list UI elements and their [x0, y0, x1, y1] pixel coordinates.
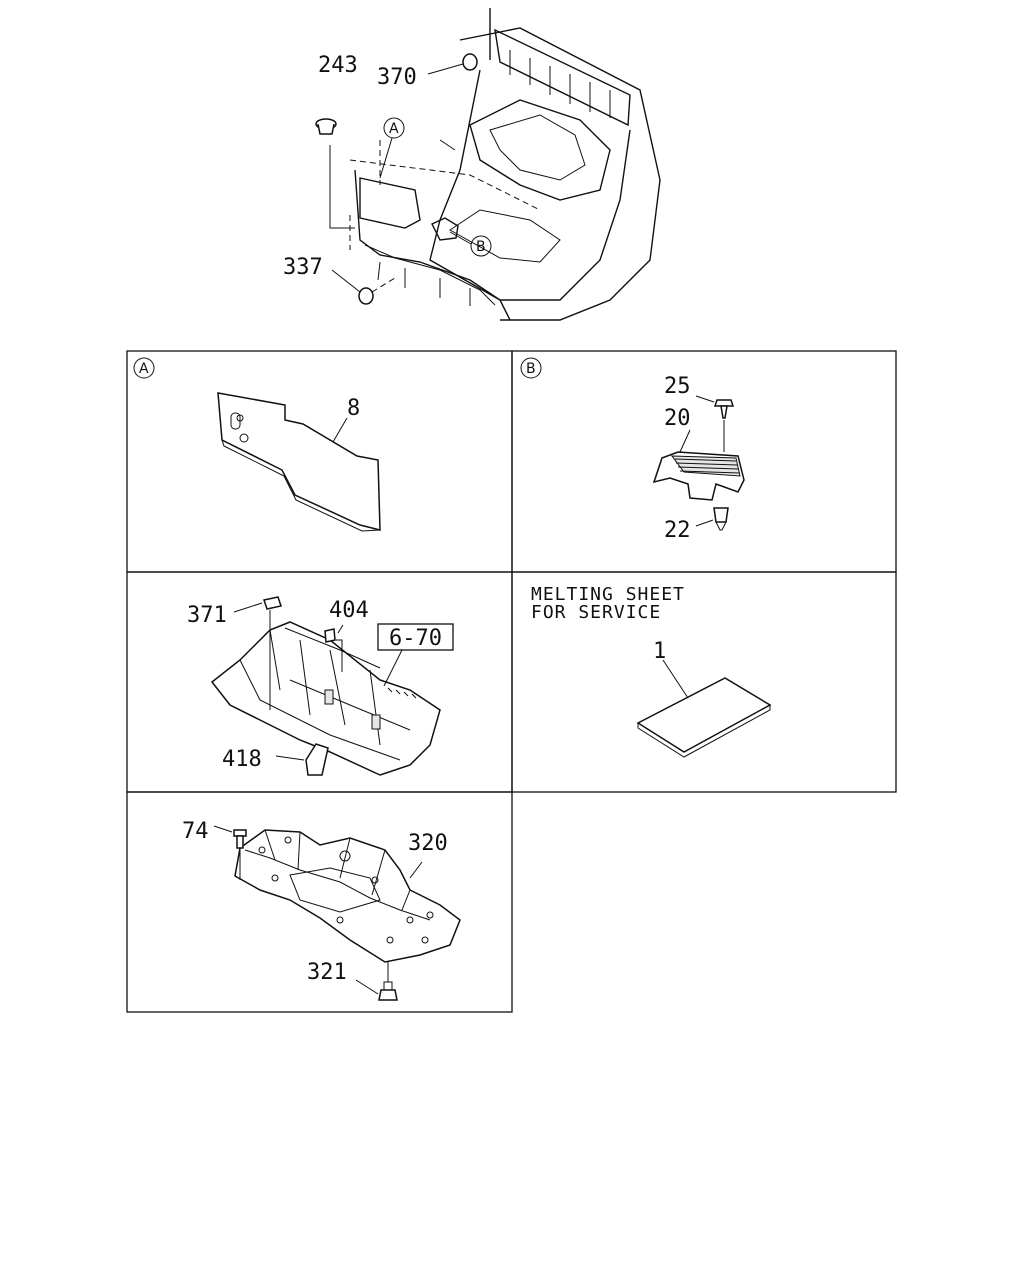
callout-20: 20: [664, 406, 691, 431]
callout-243: 243: [318, 53, 358, 78]
callout-418: 418: [222, 747, 262, 772]
callout-25: 25: [664, 374, 691, 399]
callout-337: 337: [283, 255, 323, 280]
nut-321-shape: [378, 989, 398, 1001]
panel-b-ref-letter: B: [526, 361, 536, 377]
insulator-8-shape: [217, 392, 381, 531]
boxed-ref-frame: [377, 623, 454, 651]
overview-vehicle-floor: [315, 8, 661, 321]
panel-b-ref-circle: [520, 357, 542, 379]
panel-a: [133, 357, 381, 532]
cover-320-shape: [234, 829, 461, 963]
ref-circle-b: [470, 235, 492, 257]
callout-8: 8: [347, 396, 360, 421]
screw-25-shape: [713, 399, 735, 407]
clip-22-shape: [713, 507, 729, 523]
plug-337-shape: [358, 287, 374, 305]
callout-370: 370: [377, 65, 417, 90]
callout-371: 371: [187, 603, 227, 628]
callout-22: 22: [664, 518, 691, 543]
panel-grid: [126, 350, 897, 1013]
callout-74: 74: [182, 819, 209, 844]
part-404-shape: [324, 628, 336, 643]
part-418-shape: [305, 743, 329, 776]
boxed-ref-6-70: 6-70: [389, 626, 442, 651]
panel-e-frame: [126, 791, 513, 1013]
ref-letter-b: B: [476, 239, 486, 255]
panel-d: [636, 659, 772, 758]
ref-circle-a: [383, 117, 405, 139]
panel-e: [213, 825, 461, 1001]
panel-a-ref-circle: [133, 357, 155, 379]
bolt-74-shape: [233, 829, 247, 837]
callout-1: 1: [653, 639, 666, 664]
callout-404: 404: [329, 598, 369, 623]
panel-c: [210, 596, 454, 776]
note-melting-sheet: MELTING SHEET: [531, 584, 685, 605]
callout-320: 320: [408, 831, 448, 856]
panel-b: [520, 357, 745, 531]
part-371-shape: [263, 596, 282, 610]
callout-321: 321: [307, 960, 347, 985]
plug-370-shape: [462, 53, 478, 71]
panel-a-ref-letter: A: [139, 361, 149, 377]
ref-letter-a: A: [389, 121, 399, 137]
panel-d-frame: [511, 571, 897, 793]
note-for-service: FOR SERVICE: [531, 602, 661, 623]
